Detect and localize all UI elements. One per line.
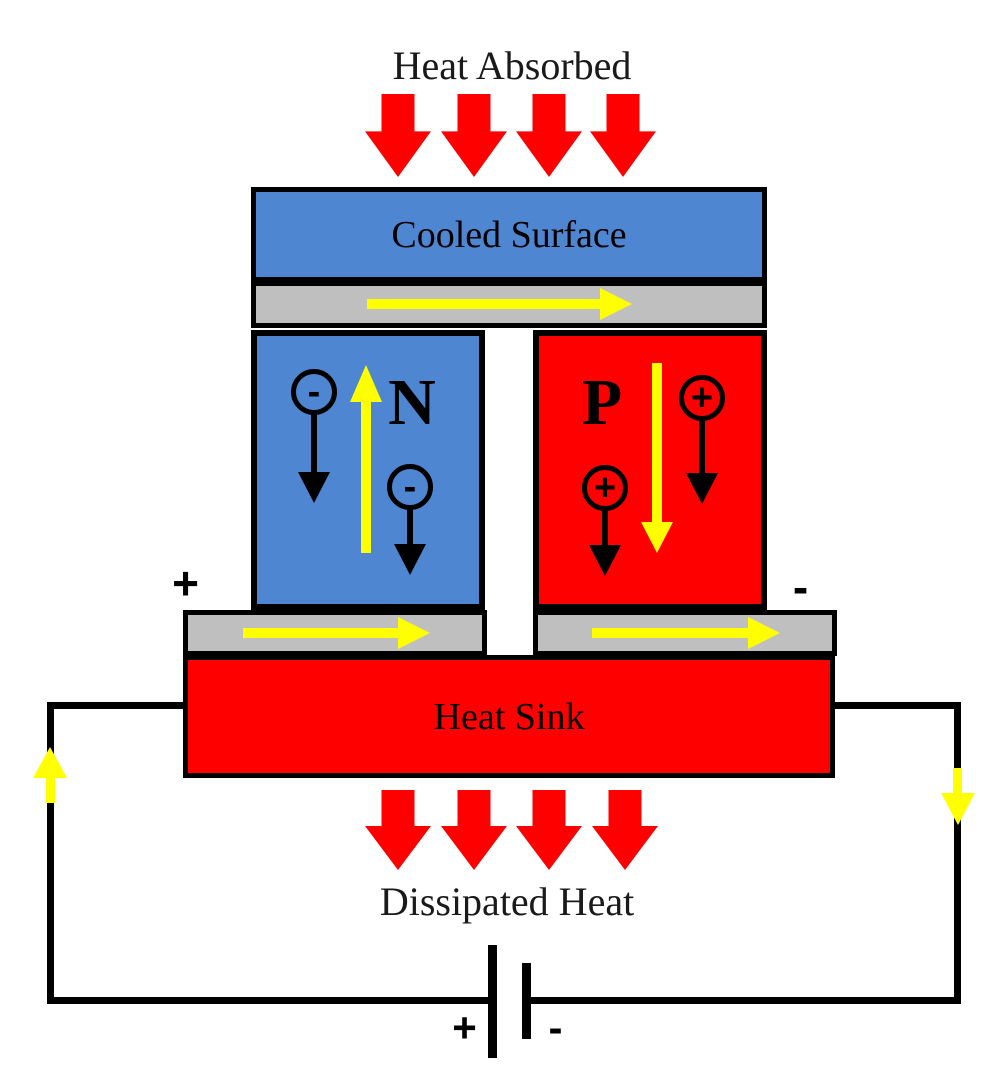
copper-conductor-top <box>251 281 767 328</box>
dissipated-heat-label: Dissipated Heat <box>379 879 635 924</box>
heat-arrow-down-icon <box>516 790 582 870</box>
electron-motion-arrow-icon <box>311 413 317 472</box>
heat-arrow-down-icon <box>516 94 582 177</box>
hole-sign: + <box>593 467 617 509</box>
cooled-surface-label: Cooled Surface <box>391 213 627 256</box>
circuit-wire-right-top <box>835 702 961 709</box>
current-arrow-right-icon <box>592 628 748 638</box>
current-arrow-down-icon <box>953 768 962 795</box>
hole-motion-arrowhead-icon <box>686 473 718 504</box>
current-arrow-right-icon <box>243 628 398 638</box>
heat-arrow-down-icon <box>365 790 431 870</box>
current-arrowhead-right-icon <box>600 288 632 320</box>
hole-flow-arrow-down-icon <box>652 363 662 522</box>
electron-motion-arrowhead-icon <box>394 544 426 575</box>
electron-sign: - <box>307 371 321 413</box>
n-type-label: N <box>388 365 436 439</box>
electron-icon: - <box>387 464 433 510</box>
p-type-label: P <box>581 365 623 439</box>
hole-flow-arrowhead-down-icon <box>641 522 673 553</box>
circuit-wire-bottom-right <box>531 997 961 1004</box>
heat-arrow-down-icon <box>365 94 431 177</box>
heat-absorbed-label: Heat Absorbed <box>392 43 632 88</box>
electron-icon: - <box>291 369 337 415</box>
hole-icon: + <box>582 465 628 511</box>
battery-positive-plate-icon <box>488 945 497 1058</box>
current-arrow-right-icon <box>367 299 600 309</box>
battery-negative-plate-icon <box>522 963 531 1039</box>
heat-arrow-down-icon <box>441 94 507 177</box>
hole-sign: + <box>690 377 714 419</box>
current-arrowhead-right-icon <box>398 617 430 649</box>
battery-negative-label: - <box>548 1003 563 1051</box>
cooled-surface-plate: Cooled Surface <box>251 187 767 282</box>
positive-terminal-label: + <box>172 557 199 609</box>
hole-motion-arrowhead-icon <box>589 545 621 576</box>
current-arrowhead-right-icon <box>748 617 780 649</box>
circuit-wire-left-top <box>47 702 183 709</box>
p-type-block <box>533 330 767 610</box>
circuit-wire-left-vertical <box>47 702 54 1004</box>
electron-motion-arrowhead-icon <box>298 472 330 503</box>
electron-motion-arrow-icon <box>407 508 413 544</box>
current-arrowhead-down-icon <box>941 793 975 825</box>
hole-motion-arrow-icon <box>699 419 705 473</box>
heat-arrow-down-icon <box>590 94 656 177</box>
hole-icon: + <box>679 375 725 421</box>
electron-flow-arrowhead-up-icon <box>350 365 382 402</box>
heat-sink-label: Heat Sink <box>433 695 585 738</box>
negative-terminal-label: - <box>792 561 809 613</box>
circuit-wire-bottom-left <box>47 997 488 1004</box>
hole-motion-arrow-icon <box>602 509 608 545</box>
heat-arrow-down-icon <box>592 790 658 870</box>
current-arrowhead-up-icon <box>33 747 67 778</box>
electron-flow-arrow-up-icon <box>361 400 371 553</box>
battery-positive-label: + <box>452 1003 477 1051</box>
heat-sink-plate: Heat Sink <box>183 655 835 778</box>
current-arrow-up-icon <box>46 776 55 803</box>
electron-sign: - <box>403 466 417 508</box>
circuit-wire-right-vertical <box>954 702 961 1004</box>
heat-arrow-down-icon <box>441 790 507 870</box>
